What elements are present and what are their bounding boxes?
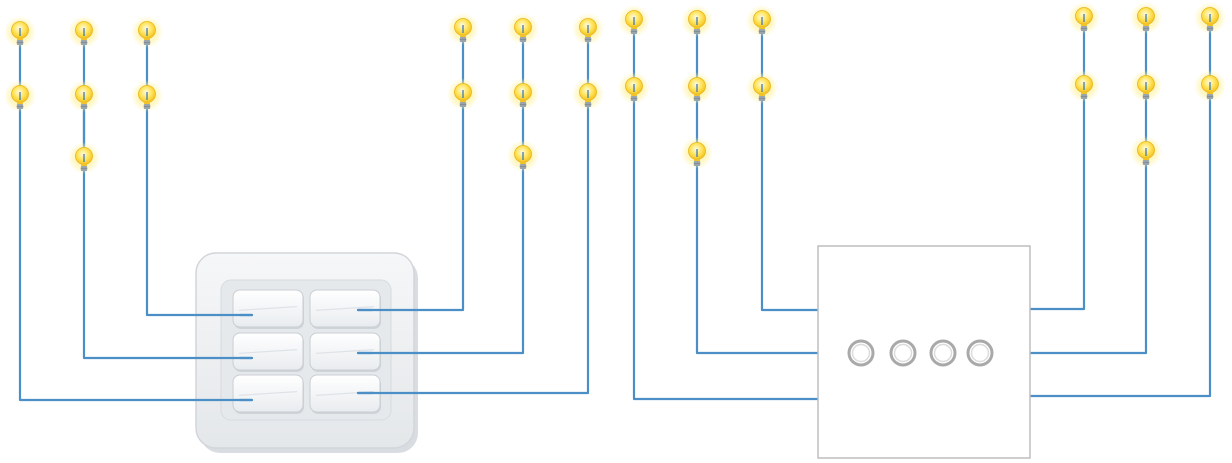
light-bulb-icon <box>131 16 163 48</box>
light-bulb-icon <box>4 80 36 112</box>
light-bulb-icon <box>1068 2 1100 34</box>
touch-button-ring[interactable] <box>929 339 957 367</box>
bulbs-layer <box>4 2 1226 174</box>
light-bulb-icon <box>68 16 100 48</box>
wire-rocker-left-2 <box>82 96 254 360</box>
light-bulb-icon <box>618 72 650 104</box>
light-bulb-icon <box>618 5 650 37</box>
light-bulb-icon <box>681 137 713 169</box>
touch-buttons-layer <box>847 339 994 367</box>
light-bulb-icon <box>681 5 713 37</box>
touch-button-ring[interactable] <box>847 339 875 367</box>
rocker-switch[interactable] <box>309 374 381 414</box>
light-bulb-icon <box>507 13 539 45</box>
light-bulb-icon <box>572 78 604 110</box>
light-bulb-icon <box>1130 136 1162 168</box>
light-bulb-icon <box>507 140 539 172</box>
light-bulb-icon <box>507 78 539 110</box>
rocker-switch[interactable] <box>309 289 381 329</box>
light-bulb-icon <box>746 5 778 37</box>
light-bulb-icon <box>68 142 100 174</box>
wire-rocker-right-3 <box>356 94 590 395</box>
rocker-switch[interactable] <box>232 289 304 329</box>
rocker-switch-plate <box>195 252 418 453</box>
rockers-layer <box>232 289 381 414</box>
touch-switch-panel <box>817 245 1031 459</box>
light-bulb-icon <box>447 78 479 110</box>
wire-rocker-left-3 <box>18 96 254 402</box>
rocker-switch[interactable] <box>232 374 304 414</box>
light-bulb-icon <box>4 16 36 48</box>
touch-button-ring[interactable] <box>889 339 917 367</box>
light-bulb-icon <box>447 13 479 45</box>
wire-touch-button-4 <box>978 152 1148 355</box>
wire-rocker-right-1 <box>356 94 465 312</box>
touch-button-ring[interactable] <box>966 339 994 367</box>
light-bulb-icon <box>746 72 778 104</box>
light-bulb-icon <box>131 80 163 112</box>
rocker-switch[interactable] <box>309 332 381 372</box>
light-bulb-icon <box>1194 2 1226 34</box>
light-bulb-icon <box>68 80 100 112</box>
light-bulb-icon <box>1068 70 1100 102</box>
light-bulb-icon <box>1194 70 1226 102</box>
light-bulb-icon <box>1130 70 1162 102</box>
light-bulb-icon <box>681 72 713 104</box>
wire-rocker-left-1 <box>145 96 254 317</box>
light-bulb-icon <box>572 13 604 45</box>
wire-rocker-right-2 <box>356 156 525 355</box>
rocker-switch[interactable] <box>232 332 304 372</box>
wire-touch-button-1 <box>695 153 863 355</box>
light-bulb-icon <box>1130 2 1162 34</box>
